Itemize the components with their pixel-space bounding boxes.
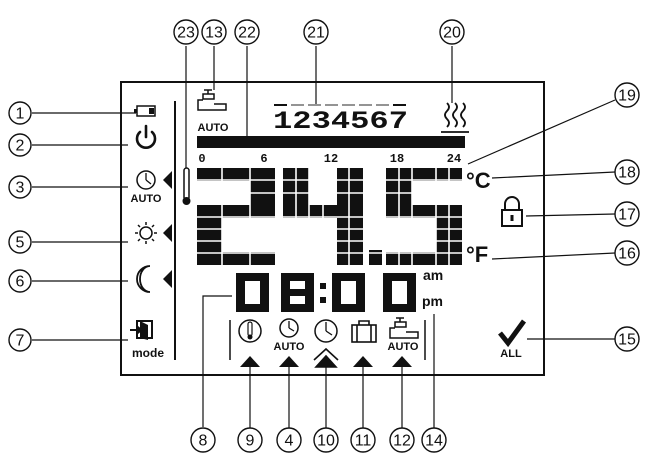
callout-14: 14 [421,427,447,453]
tap-auto-icon-bottom: AUTO [388,317,419,353]
callout-1: 1 [8,101,32,125]
heating-icon [441,102,469,133]
check-all-icon: ALL [498,319,527,360]
arrow-left-marker-moon [163,270,172,288]
arrow-left-marker-clock [163,171,172,189]
tick-label: 18 [390,152,404,166]
svg-text:22: 22 [238,25,256,42]
pm-label: pm [422,293,443,309]
auto-clock-label: AUTO [274,341,305,353]
svg-text:6: 6 [16,274,25,291]
callout-22: 22 [234,19,260,45]
callout-10: 10 [313,427,339,453]
svg-text:5: 5 [16,235,25,252]
callout-15: 15 [614,326,640,352]
auto-left-label: AUTO [131,193,162,205]
callout-2: 2 [8,133,32,157]
callout-7: 7 [8,328,32,352]
clock-auto-icon-bottom: AUTO [274,318,305,353]
svg-text:4: 4 [285,433,294,450]
svg-text:2: 2 [16,138,25,155]
lcd-frame [120,81,545,376]
celsius-unit: °C [466,168,491,193]
callout-5: 5 [8,230,32,254]
callout-13: 13 [201,19,227,45]
fahrenheit-unit: °F [466,242,488,267]
triangle-marker [279,356,299,367]
clock-icon-bottom [314,319,338,343]
callout-leaders [32,46,616,428]
mode-label: mode [132,346,164,360]
double-triangle-marker [313,347,339,368]
svg-text:10: 10 [317,433,335,450]
auto-tap-label: AUTO [388,341,419,353]
auto-top-label: AUTO [198,122,229,134]
mode-door-icon: mode [130,320,164,360]
svg-text:8: 8 [199,433,208,450]
svg-text:19: 19 [618,88,636,105]
callout-16: 16 [614,240,640,266]
all-label: ALL [500,348,522,360]
triangle-marker [392,356,412,367]
lock-icon [501,196,523,227]
suitcase-icon [351,320,377,343]
tick-label: 12 [324,152,338,166]
tick-label: 24 [447,152,461,166]
svg-text:16: 16 [618,246,636,263]
callout-12: 12 [389,427,415,453]
sun-icon [135,222,157,244]
tick-label: 6 [260,152,267,166]
callout-4: 4 [276,427,302,453]
digit-2 [197,168,275,265]
temperature-value: 24.5 [196,265,201,267]
svg-text:13: 13 [205,25,223,42]
svg-text:3: 3 [16,180,25,197]
svg-text:7: 7 [16,333,25,350]
tick-label: 0 [198,152,205,166]
triangle-marker [240,356,260,367]
callout-11: 11 [350,427,376,453]
moon-icon [136,265,151,293]
thermometer-icon-bottom [238,319,262,343]
days-of-week: 1234567 [273,107,408,136]
callout-23: 23 [173,19,199,45]
callout-8: 8 [190,427,216,453]
svg-text:23: 23 [177,25,195,42]
triangle-marker [353,356,373,367]
svg-text:15: 15 [618,332,636,349]
clock-auto-icon: AUTO [131,170,162,205]
power-icon [135,124,157,149]
callout-17: 17 [614,201,640,227]
battery-icon [134,105,156,117]
svg-text:12: 12 [393,433,411,450]
timeline-bar [197,136,465,148]
tap-auto-icon-top: AUTO [197,89,229,134]
timeline-ticks: 0 6 12 18 24 [198,152,461,166]
svg-text:21: 21 [307,25,325,42]
svg-text:14: 14 [425,433,443,450]
callout-18: 18 [614,159,640,185]
svg-text:20: 20 [443,25,461,42]
callout-21: 21 [303,19,329,45]
svg-text:18: 18 [618,165,636,182]
callout-20: 20 [439,19,465,45]
svg-text:9: 9 [246,433,255,450]
callout-9: 9 [237,427,263,453]
svg-text:17: 17 [618,207,636,224]
callout-3: 3 [8,175,32,199]
day-bars [274,104,406,106]
thermometer-icon [182,167,191,205]
svg-text:11: 11 [355,433,372,450]
clock-digits: 08:00 [236,273,416,312]
arrow-left-marker-sun [163,224,172,242]
callout-19: 19 [614,82,640,108]
svg-text:1: 1 [16,106,25,123]
am-label: am [423,267,443,283]
temperature-digits: 24.5 [196,168,465,267]
callout-6: 6 [8,269,32,293]
